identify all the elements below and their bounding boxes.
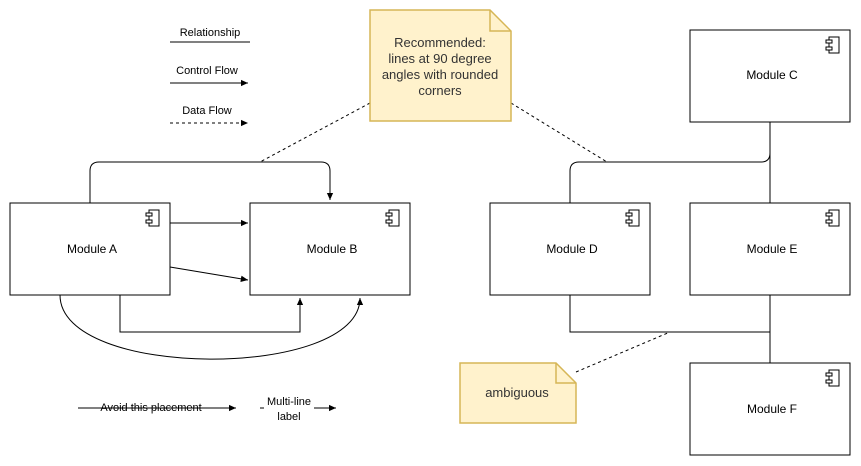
note-link-right: [510, 102, 608, 163]
module-a[interactable]: Module A: [9, 202, 171, 296]
ambiguous-note-link: [575, 331, 671, 373]
note-connectors: [259, 102, 671, 373]
connector-d-to-join: [569, 295, 770, 333]
multiline-label-line-2: label: [277, 411, 300, 423]
recommended-note-line-4: corners: [418, 83, 462, 98]
module-b-label: Module B: [307, 242, 358, 256]
module-f[interactable]: Module F: [689, 362, 851, 456]
connector-a-bottom-to-b: [90, 294, 304, 333]
avoid-placement-label: Avoid this placement: [100, 402, 201, 414]
right-connectors: [569, 122, 771, 363]
ambiguous-note[interactable]: ambiguous: [459, 362, 577, 424]
multiline-label-example: Multi-line label: [260, 394, 336, 424]
module-f-label: Module F: [747, 402, 797, 416]
module-c[interactable]: Module C: [689, 29, 851, 123]
recommended-note-line-1: Recommended:: [394, 35, 486, 50]
recommended-note-line-3: angles with rounded: [382, 67, 498, 82]
note-link-left: [259, 102, 371, 163]
multiline-label-background: [264, 394, 314, 424]
module-d[interactable]: Module D: [489, 202, 651, 296]
module-a-label: Module A: [67, 242, 117, 256]
avoid-placement-example: Avoid this placement: [78, 402, 236, 414]
legend-data-flow-label: Data Flow: [182, 105, 232, 117]
module-e[interactable]: Module E: [689, 202, 851, 296]
multiline-label-line-1: Multi-line: [267, 396, 311, 408]
connector-a-to-b-diagonal: [169, 266, 249, 282]
recommended-note[interactable]: Recommended: lines at 90 degree angles w…: [369, 9, 512, 122]
legend-control-flow-label: Control Flow: [176, 65, 238, 77]
recommended-note-line-2: lines at 90 degree: [388, 51, 491, 66]
ambiguous-note-text: ambiguous: [485, 385, 549, 400]
connector-a-curve-to-b: [59, 294, 364, 360]
legend-relationship-label: Relationship: [180, 27, 241, 39]
connector-a-top-to-b: [89, 161, 334, 203]
legend: Relationship Control Flow Data Flow: [170, 27, 250, 127]
module-d-label: Module D: [546, 242, 598, 256]
module-c-label: Module C: [746, 68, 798, 82]
module-b[interactable]: Module B: [249, 202, 411, 296]
module-e-label: Module E: [747, 242, 798, 256]
connector-c-to-d: [569, 122, 771, 203]
